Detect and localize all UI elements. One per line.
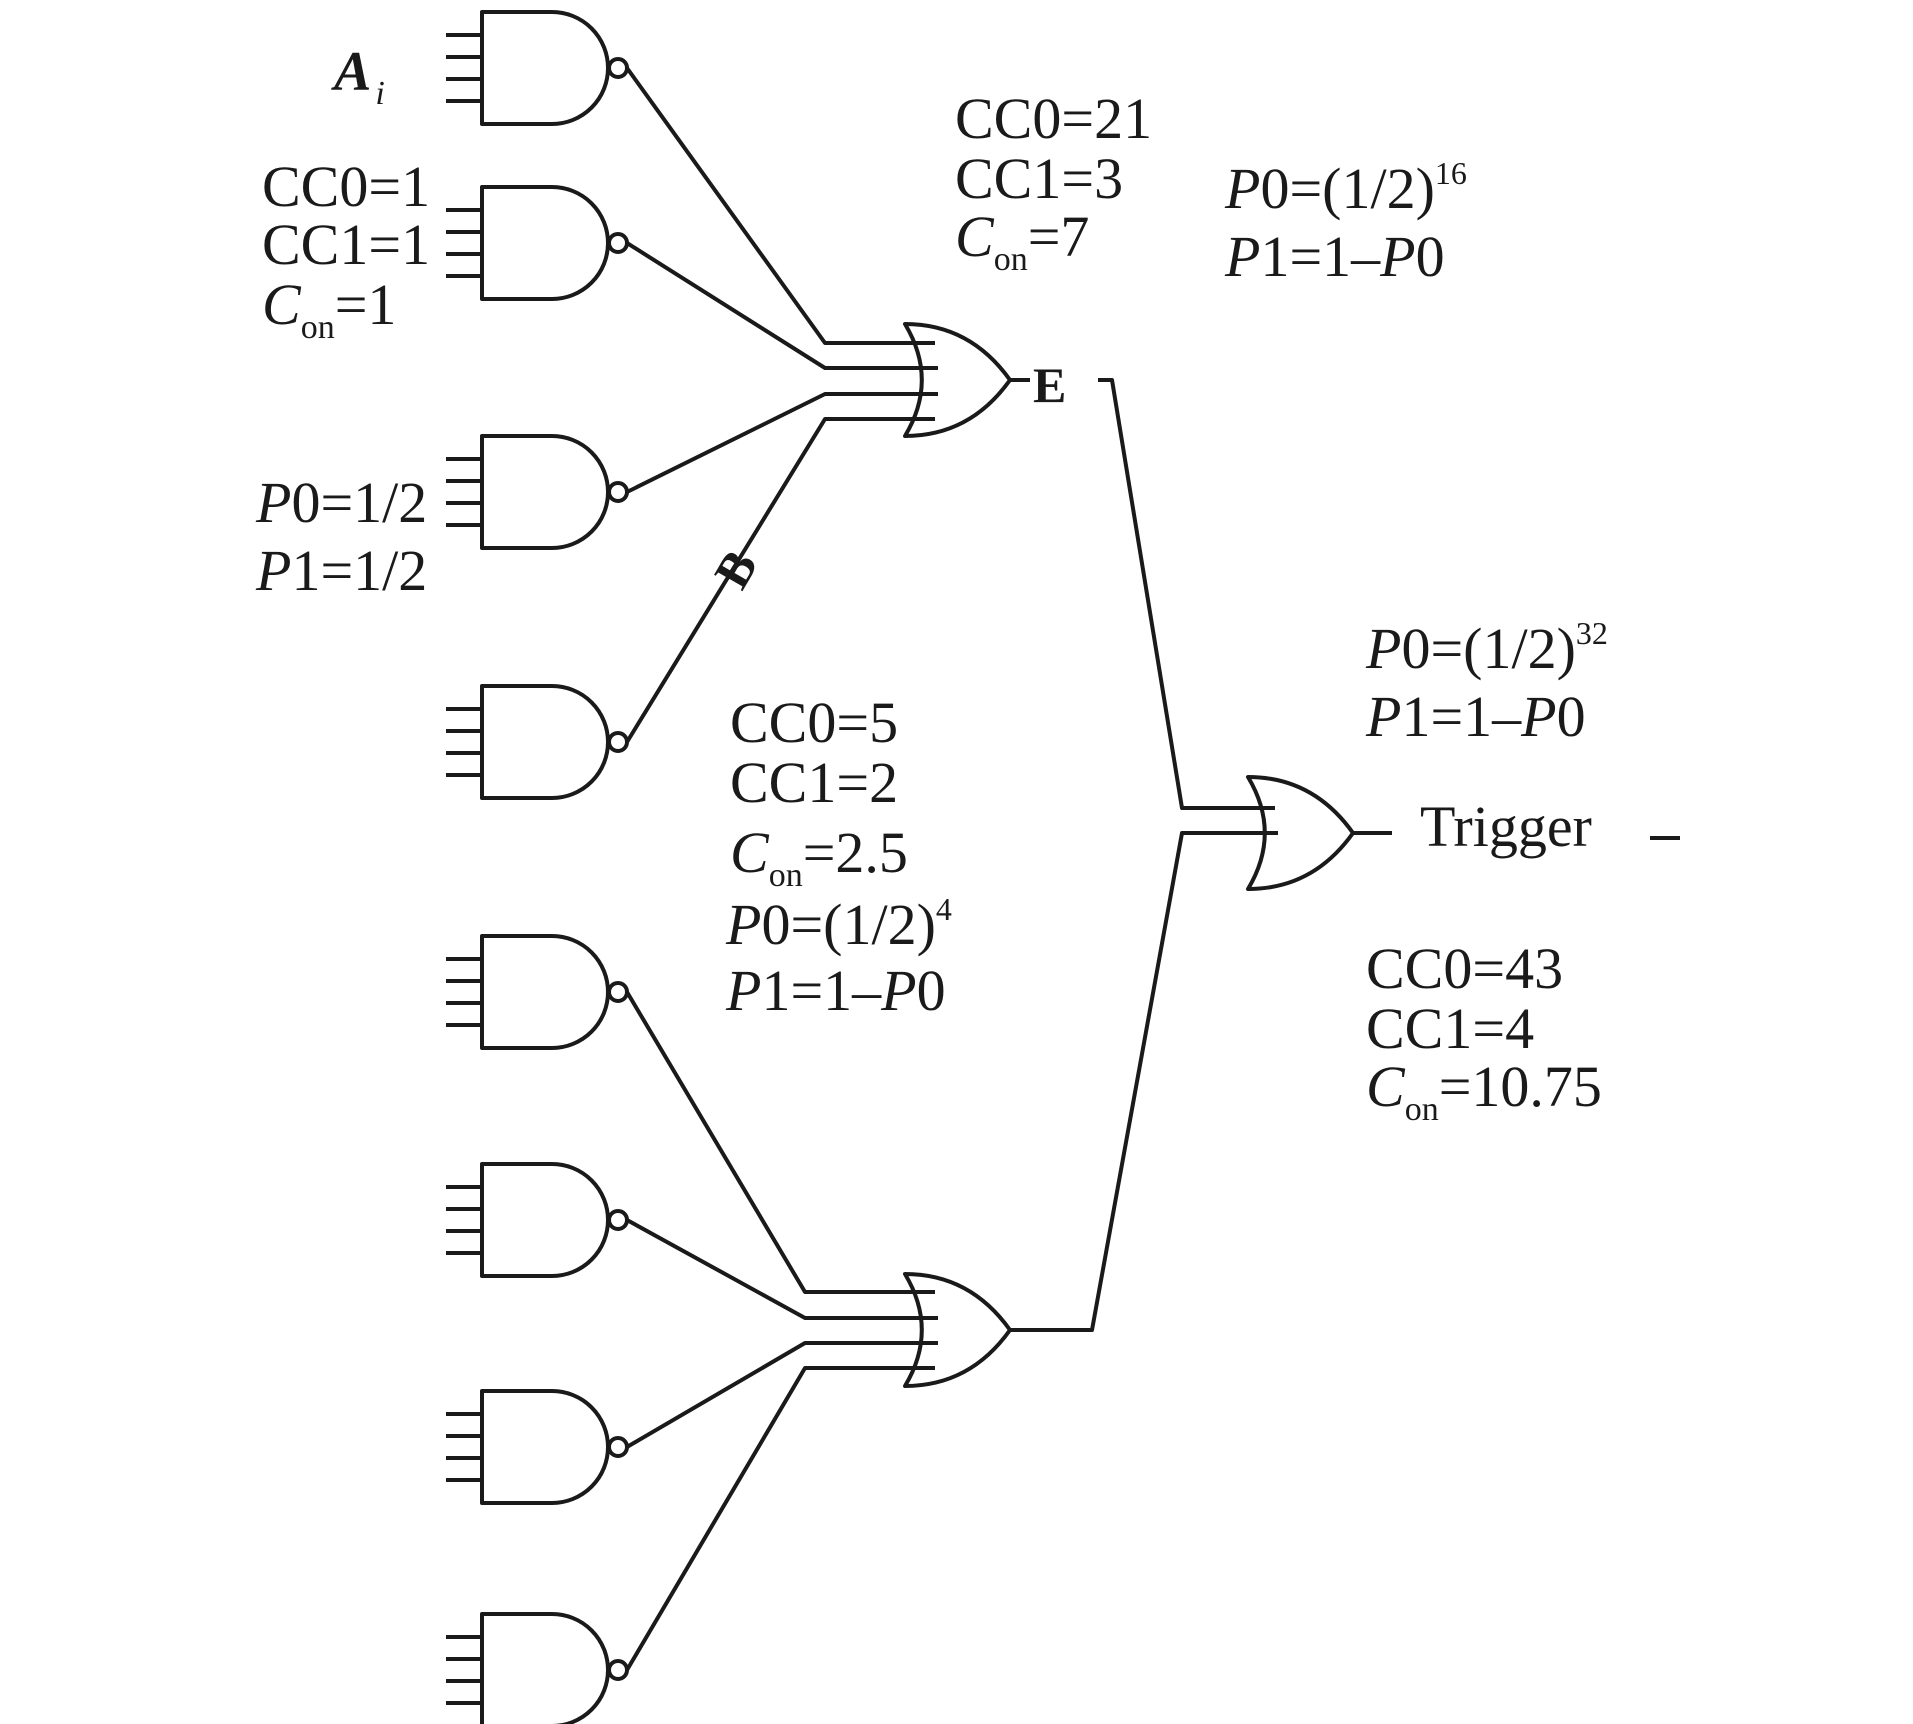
- or-bottom-cc0-label: CC0=5: [730, 690, 898, 755]
- nand-gate-7: [446, 1389, 629, 1505]
- or-gate-body: [903, 1272, 1012, 1388]
- nand-output-bubble: [607, 1436, 629, 1458]
- nand-output-bubble: [607, 481, 629, 503]
- nand-gate-body: [480, 934, 610, 1050]
- node-e-label: E: [1033, 357, 1066, 413]
- trigger-cc1-label: CC1=4: [1366, 996, 1534, 1061]
- trigger-con-label: Con=10.75: [1366, 1054, 1602, 1128]
- nand-gate-body: [480, 10, 610, 126]
- trigger-p1-label: P1=1–P0: [1365, 684, 1586, 749]
- trigger-output-label: Trigger: [1420, 794, 1592, 859]
- or-top-con-label: Con=7: [955, 204, 1089, 278]
- wire-nand5-to-or-bottom: [625, 990, 935, 1294]
- nand-cc1-label: CC1=1: [262, 212, 430, 277]
- nand-output-bubble: [607, 731, 629, 753]
- nand-output-bubble: [607, 232, 629, 254]
- or-gate-top: [903, 322, 1012, 438]
- nand-gate-4: [446, 684, 629, 800]
- or-top-p0-label: P0=(1/2)16: [1224, 155, 1467, 221]
- nand-gate-6: [446, 1162, 629, 1278]
- or-top-cc1-label: CC1=3: [955, 146, 1123, 211]
- nand-p0-label: P0=1/2: [255, 470, 427, 535]
- wire-or-bottom-to-output-or: [1010, 831, 1278, 1332]
- wire-group: [625, 66, 1680, 1672]
- nand-gate-3: [446, 434, 629, 550]
- wire-nand8-to-or-bottom: [625, 1366, 935, 1672]
- nand-gate-5: [446, 934, 629, 1050]
- nand-con-label: Con=1: [262, 272, 396, 346]
- nand-p1-label: P1=1/2: [255, 538, 427, 603]
- or-bottom-p0-label: P0=(1/2)4: [725, 891, 952, 957]
- nand-output-bubble: [607, 1659, 629, 1681]
- nand-gate-body: [480, 1612, 610, 1724]
- or-bottom-cc1-label: CC1=2: [730, 750, 898, 815]
- nand-gate-body: [480, 1162, 610, 1278]
- trigger-cc0-label: CC0=43: [1366, 936, 1563, 1001]
- wire-nand7-to-or-bottom: [625, 1341, 938, 1449]
- nand-gate-body: [480, 1389, 610, 1505]
- nand-gate-2: [446, 185, 629, 301]
- wire-nand3-to-or-top: [626, 392, 938, 494]
- nand-gate-1: [446, 10, 629, 126]
- wire-nand2-to-or-top: [625, 241, 938, 370]
- or-top-p1-label: P1=1–P0: [1224, 224, 1445, 289]
- nand-gate-group: [446, 10, 629, 1724]
- nand-gate-body: [480, 185, 610, 301]
- wire-nand1-to-or-top: [625, 66, 935, 345]
- nand-output-bubble: [607, 1209, 629, 1231]
- nand-gate-8: [446, 1612, 629, 1724]
- wire-nand4-to-or-top-b: [625, 417, 935, 744]
- trigger-p0-label: P0=(1/2)32: [1365, 615, 1608, 681]
- or-bottom-con-label: Con=2.5: [730, 820, 908, 894]
- wire-e-to-output-or: [1098, 378, 1275, 810]
- node-b-label: B: [703, 541, 768, 598]
- nand-output-bubble: [607, 981, 629, 1003]
- or-gate-body: [903, 322, 1012, 438]
- or-top-cc0-label: CC0=21: [955, 86, 1152, 151]
- nand-cc0-label: CC0=1: [262, 154, 430, 219]
- or-gate-bottom: [903, 1272, 1012, 1388]
- nand-gate-body: [480, 434, 610, 550]
- nand-gate-body: [480, 684, 610, 800]
- or-bottom-p1-label: P1=1–P0: [725, 958, 946, 1023]
- nand-output-bubble: [607, 57, 629, 79]
- wire-nand6-to-or-bottom: [626, 1218, 938, 1320]
